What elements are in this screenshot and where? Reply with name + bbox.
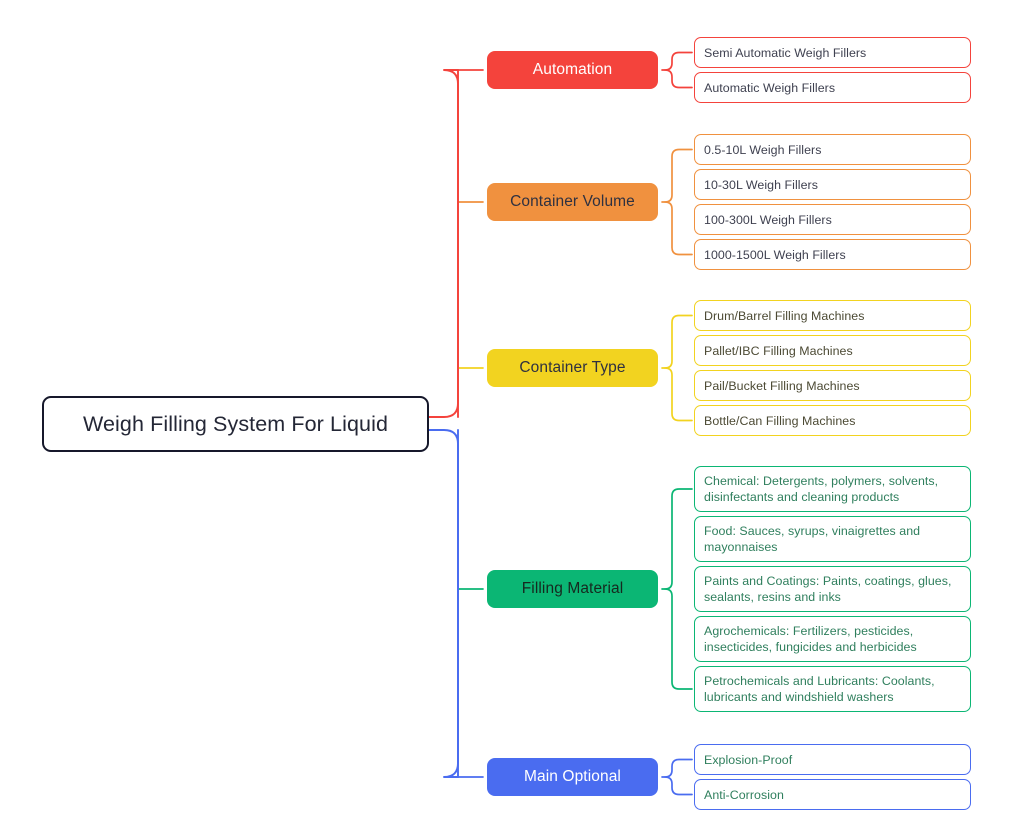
leaf-node-label: Pail/Bucket Filling Machines: [704, 378, 860, 393]
leaf-node[interactable]: Chemical: Detergents, polymers, solvents…: [694, 466, 971, 512]
leaf-node-label: Pallet/IBC Filling Machines: [704, 343, 853, 358]
leaf-node[interactable]: Automatic Weigh Fillers: [694, 72, 971, 103]
category-node-label: Automation: [532, 61, 613, 78]
category-node[interactable]: Container Type: [487, 349, 658, 387]
category-node[interactable]: Container Volume: [487, 183, 658, 221]
category-node[interactable]: Main Optional: [487, 758, 658, 796]
category-node-label: Container Volume: [510, 193, 635, 210]
leaf-node-label: 100-300L Weigh Fillers: [704, 212, 832, 227]
leaf-node[interactable]: Petrochemicals and Lubricants: Coolants,…: [694, 666, 971, 712]
leaf-node-label: Drum/Barrel Filling Machines: [704, 308, 865, 323]
leaf-node-label: Explosion-Proof: [704, 752, 793, 767]
category-node-label: Filling Material: [521, 580, 624, 597]
leaf-node-label: Food: Sauces, syrups, vinaigrettes and m…: [704, 524, 921, 554]
leaf-node-label: 1000-1500L Weigh Fillers: [704, 247, 846, 262]
leaf-node[interactable]: Anti-Corrosion: [694, 779, 971, 810]
leaf-node-label: Chemical: Detergents, polymers, solvents…: [704, 474, 939, 504]
leaf-node[interactable]: Agrochemicals: Fertilizers, pesticides, …: [694, 616, 971, 662]
category-node[interactable]: Filling Material: [487, 570, 658, 608]
leaf-node[interactable]: 10-30L Weigh Fillers: [694, 169, 971, 200]
leaf-node[interactable]: 1000-1500L Weigh Fillers: [694, 239, 971, 270]
leaf-node[interactable]: Drum/Barrel Filling Machines: [694, 300, 971, 331]
leaf-node[interactable]: Pallet/IBC Filling Machines: [694, 335, 971, 366]
leaf-node-label: Petrochemicals and Lubricants: Coolants,…: [704, 674, 935, 704]
leaf-node-label: Semi Automatic Weigh Fillers: [704, 45, 867, 60]
leaf-node-label: Bottle/Can Filling Machines: [704, 413, 856, 428]
leaf-node[interactable]: Food: Sauces, syrups, vinaigrettes and m…: [694, 516, 971, 562]
leaf-node[interactable]: Paints and Coatings: Paints, coatings, g…: [694, 566, 971, 612]
leaf-node-label: Anti-Corrosion: [704, 787, 784, 802]
root-node-label: Weigh Filling System For Liquid: [82, 411, 388, 436]
leaf-node-label: Agrochemicals: Fertilizers, pesticides, …: [704, 624, 917, 654]
leaf-node[interactable]: Semi Automatic Weigh Fillers: [694, 37, 971, 68]
category-node-label: Container Type: [519, 359, 626, 376]
leaf-node[interactable]: Explosion-Proof: [694, 744, 971, 775]
leaf-node-label: 10-30L Weigh Fillers: [704, 177, 818, 192]
leaf-node[interactable]: Bottle/Can Filling Machines: [694, 405, 971, 436]
category-node-label: Main Optional: [524, 768, 621, 785]
leaf-node[interactable]: Pail/Bucket Filling Machines: [694, 370, 971, 401]
category-node[interactable]: Automation: [487, 51, 658, 89]
leaf-node-label: Automatic Weigh Fillers: [704, 80, 836, 95]
leaf-node-label: 0.5-10L Weigh Fillers: [704, 142, 822, 157]
leaf-node-label: Paints and Coatings: Paints, coatings, g…: [704, 574, 952, 604]
root-node[interactable]: Weigh Filling System For Liquid: [42, 396, 429, 452]
leaf-node[interactable]: 100-300L Weigh Fillers: [694, 204, 971, 235]
leaf-node[interactable]: 0.5-10L Weigh Fillers: [694, 134, 971, 165]
